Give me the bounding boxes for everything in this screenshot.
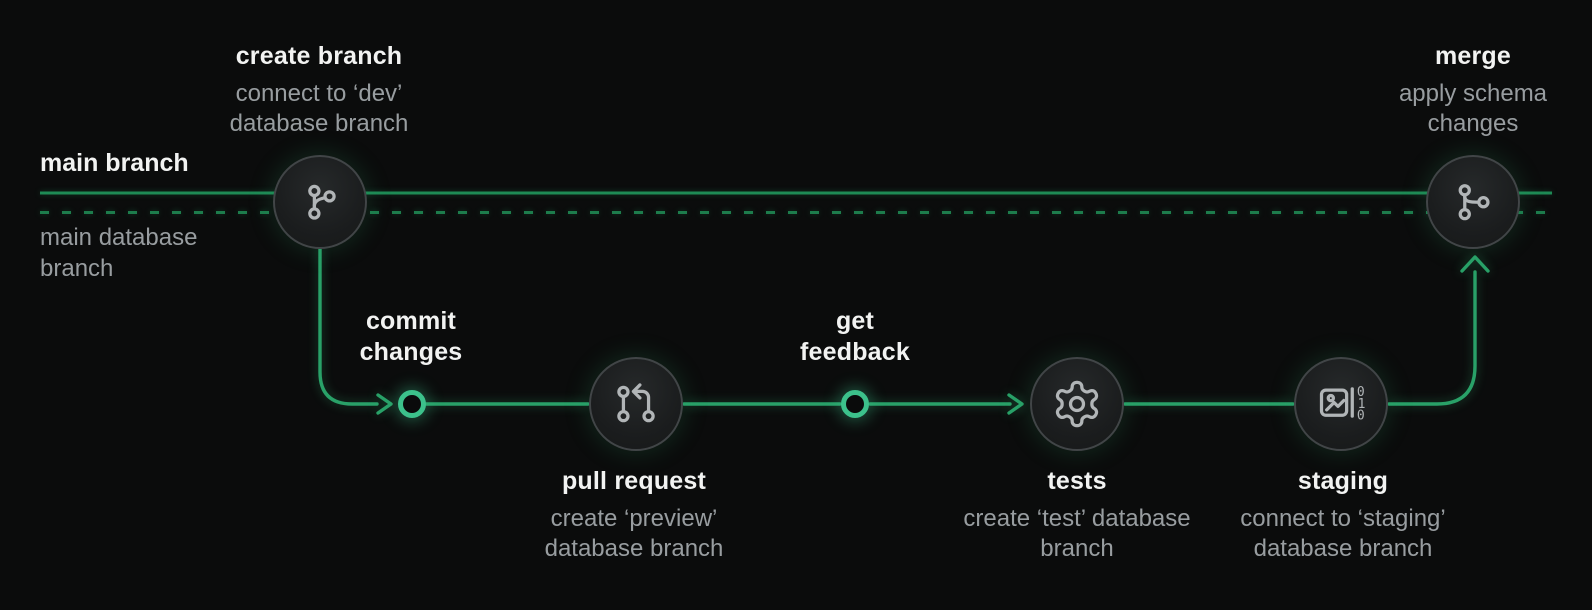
feedback-dot	[841, 390, 869, 418]
caption-get-feedback: get feedback	[790, 306, 920, 368]
svg-text:0: 0	[1357, 385, 1365, 400]
staging-title: staging	[1297, 467, 1389, 495]
node-pull-request	[589, 357, 683, 451]
get-feedback-title: get feedback	[800, 307, 910, 366]
git-pull-request-icon	[617, 383, 655, 423]
git-branch-icon	[308, 184, 336, 220]
pull-request-subtitle: create ‘preview’ database branch	[544, 505, 724, 562]
caption-tests: tests create ‘test’ database branch	[962, 466, 1192, 564]
caption-commit-changes: commit changes	[346, 306, 476, 368]
binary-data-icon: 0 1 0	[1319, 385, 1366, 424]
merge-branch-curve	[1387, 270, 1477, 406]
tests-subtitle: create ‘test’ database branch	[963, 505, 1191, 562]
svg-text:0: 0	[1357, 409, 1365, 424]
merge-subtitle: apply schema changes	[1398, 80, 1548, 137]
node-tests	[1030, 357, 1124, 451]
dev-branch-curve	[318, 246, 379, 406]
caption-merge: merge apply schema changes	[1378, 41, 1568, 139]
create-branch-subtitle: connect to ‘dev’ database branch	[229, 80, 409, 137]
node-staging: 0 1 0	[1294, 357, 1388, 451]
arrow-up-icon	[1460, 255, 1490, 273]
caption-create-branch: create branch connect to ‘dev’ database …	[219, 41, 419, 139]
caption-staging: staging connect to ‘staging’ database br…	[1218, 466, 1468, 564]
git-merge-icon	[1458, 184, 1490, 221]
merge-title: merge	[1434, 42, 1512, 70]
staging-subtitle: connect to ‘staging’ database branch	[1240, 505, 1446, 562]
node-create-branch	[273, 155, 367, 249]
main-database-branch-label: main database branch	[40, 224, 198, 282]
commit-dot	[398, 390, 426, 418]
gear-icon	[1055, 380, 1099, 428]
create-branch-title: create branch	[235, 42, 403, 70]
arrow-right-icon	[1007, 393, 1024, 415]
main-branch-label: main branch	[40, 149, 189, 177]
caption-pull-request: pull request create ‘preview’ database b…	[509, 466, 759, 564]
node-merge	[1426, 155, 1520, 249]
arrow-right-icon	[376, 393, 393, 415]
tests-title: tests	[1047, 467, 1107, 495]
pull-request-title: pull request	[561, 467, 707, 495]
svg-text:1: 1	[1358, 397, 1366, 412]
commit-changes-title: commit changes	[359, 307, 463, 366]
